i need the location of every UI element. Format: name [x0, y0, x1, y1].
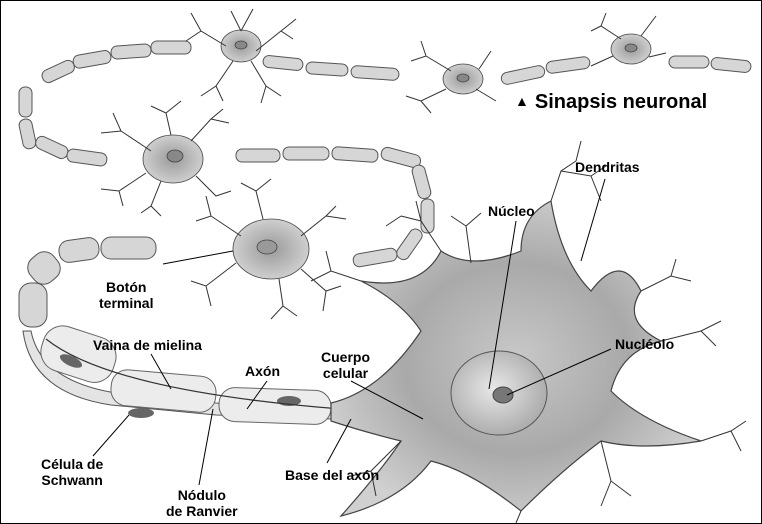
label-cuerpo-line1: Cuerpo: [321, 349, 370, 365]
label-cuerpo-celular: Cuerpo celular: [321, 349, 370, 381]
label-celula-line2: Schwann: [41, 472, 103, 488]
label-boton-line1: Botón: [99, 279, 153, 295]
main-cell-body: [331, 201, 701, 516]
label-axon: Axón: [245, 363, 280, 379]
label-vaina-mielina: Vaina de mielina: [93, 337, 202, 353]
label-dendritas: Dendritas: [575, 159, 640, 175]
triangle-marker-icon: ▲: [515, 93, 529, 109]
label-celula-line1: Célula de: [41, 456, 103, 472]
label-nucleolo: Nucléolo: [615, 336, 674, 352]
label-cuerpo-line2: celular: [321, 365, 370, 381]
label-nucleo: Núcleo: [488, 203, 535, 219]
label-boton-line2: terminal: [99, 295, 153, 311]
label-celula-schwann: Célula de Schwann: [41, 456, 103, 488]
label-nodulo-ranvier: Nódulo de Ranvier: [166, 487, 238, 519]
title-text: Sinapsis neuronal: [535, 91, 707, 113]
label-base-axon: Base del axón: [285, 467, 379, 483]
top-myelin-chain: [18, 41, 752, 268]
label-nodulo-line1: Nódulo: [166, 487, 238, 503]
label-boton-terminal: Botón terminal: [99, 279, 153, 311]
diagram-title: ▲ Sinapsis neuronal: [515, 91, 707, 114]
label-nodulo-line2: de Ranvier: [166, 503, 238, 519]
